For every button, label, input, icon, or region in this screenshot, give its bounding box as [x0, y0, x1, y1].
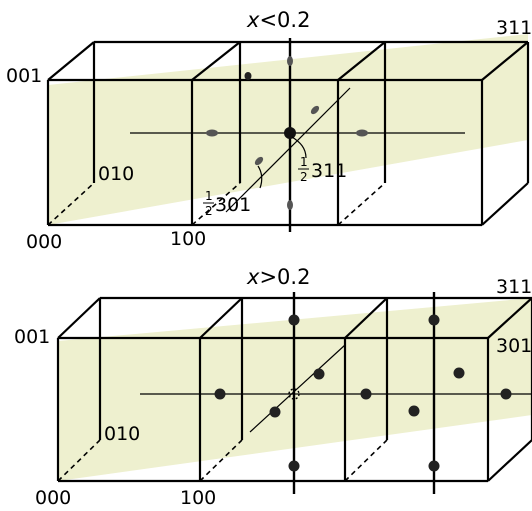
svg-text:2: 2 — [205, 204, 213, 218]
top-front-edges — [46, 78, 484, 227]
top-label-001: 001 — [6, 65, 42, 87]
top-label-half-301: 1 2 301 — [203, 189, 251, 218]
bottom-back-edges — [98, 296, 532, 440]
top-leader-311 — [291, 136, 307, 159]
bottom-label-301: 301 — [496, 335, 532, 357]
top-spots — [206, 56, 368, 210]
top-panel: x<0.2 001 010 000 100 311 1 2 311 1 2 30… — [6, 8, 532, 253]
top-label-100: 100 — [170, 228, 206, 250]
svg-text:301: 301 — [215, 194, 251, 216]
svg-text:1: 1 — [300, 155, 308, 169]
top-diagonal-axis — [225, 87, 351, 213]
bottom-diagonal-axis — [249, 344, 346, 433]
bottom-title: x>0.2 — [246, 265, 310, 289]
bottom-label-000: 000 — [35, 487, 71, 509]
bottom-label-100: 100 — [180, 487, 216, 509]
top-title: x<0.2 — [246, 8, 310, 32]
top-label-half-311: 1 2 311 — [298, 155, 347, 184]
top-back-edges — [92, 40, 530, 183]
svg-text:2: 2 — [300, 170, 308, 184]
bottom-label-001: 001 — [14, 326, 50, 348]
bottom-depth-edges — [57, 297, 532, 482]
bottom-front-edges — [56, 336, 490, 483]
bottom-label-311: 311 — [496, 276, 532, 298]
svg-text:311: 311 — [311, 160, 347, 182]
top-leader-301 — [257, 165, 263, 189]
top-label-010: 010 — [98, 163, 134, 185]
bottom-spots — [214, 314, 512, 472]
top-depth-edges — [47, 41, 529, 226]
top-label-311: 311 — [496, 17, 532, 39]
top-label-000: 000 — [26, 231, 62, 253]
bottom-panel: x>0.2 001 010 000 100 311 301 — [14, 265, 532, 509]
svg-text:1: 1 — [205, 189, 213, 203]
bottom-label-010: 010 — [104, 423, 140, 445]
